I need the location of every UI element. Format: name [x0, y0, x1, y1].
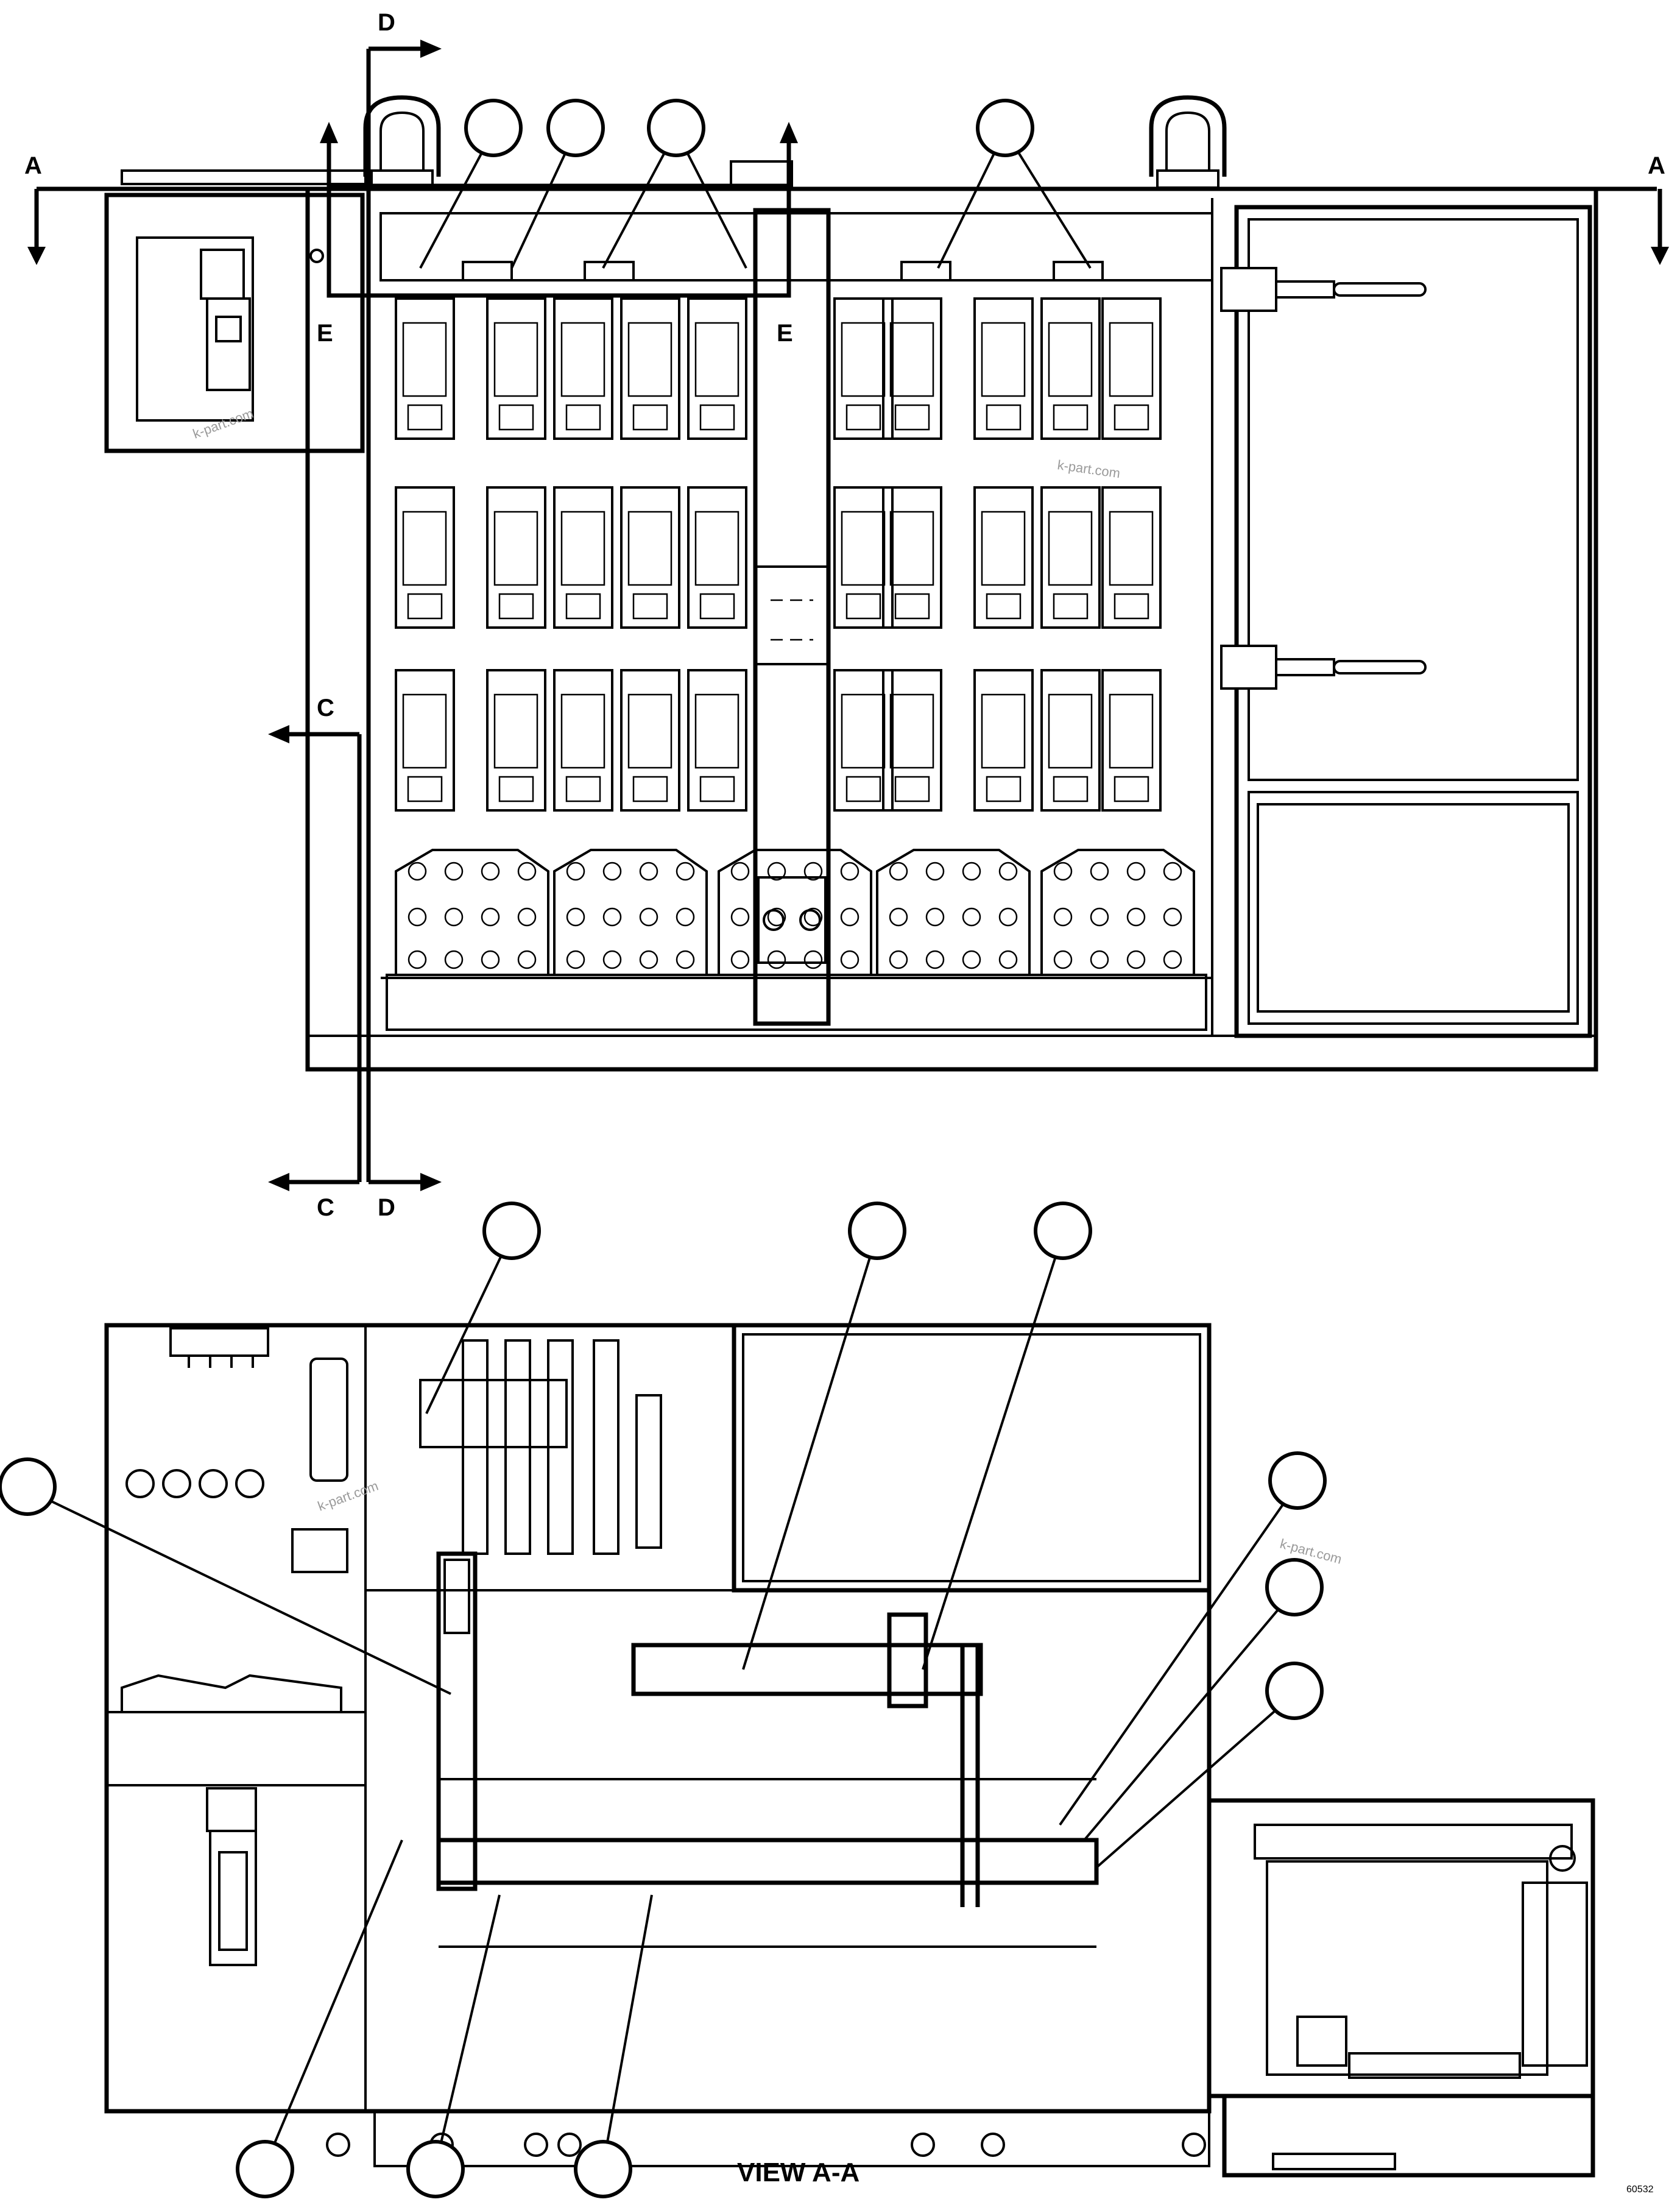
- callout-bubble: [0, 1457, 57, 1516]
- section-label-d-top: D: [378, 9, 395, 36]
- callouts-view-a-a: [0, 1202, 1327, 2198]
- power-module: [395, 669, 455, 812]
- section-label-d-bottom: D: [378, 1194, 395, 1221]
- figure-number: 60532: [1626, 2184, 1654, 2195]
- bolt-icon: [557, 2133, 582, 2157]
- door-latch-upper: [1220, 267, 1427, 312]
- power-module: [486, 297, 546, 440]
- terminal-blocks: [395, 849, 1195, 976]
- power-module: [1101, 669, 1162, 812]
- section-label-c-top: C: [317, 695, 334, 721]
- terminal-block: [395, 849, 549, 976]
- control-box: [104, 193, 365, 453]
- power-module: [553, 297, 613, 440]
- terminal-block: [876, 849, 1031, 976]
- power-module: [1040, 297, 1101, 440]
- section-line-a: [27, 186, 1669, 265]
- callout-bubble: [647, 99, 705, 157]
- power-module: [687, 297, 747, 440]
- power-module: [620, 669, 680, 812]
- section-line-d: [366, 40, 442, 1191]
- callout-bubble: [236, 2140, 294, 2198]
- cabinet-door: [1220, 205, 1592, 1038]
- callout-bubble: [1265, 1558, 1324, 1616]
- power-module-grid: [395, 297, 1162, 812]
- callout-bubble: [574, 2140, 632, 2198]
- door-latch-lower: [1220, 645, 1427, 690]
- bolt-icon: [326, 2133, 350, 2157]
- side-drawer: [1207, 1798, 1595, 2098]
- view-a-a: [104, 1323, 1595, 2178]
- callout-bubble: [1268, 1451, 1327, 1510]
- section-label-a-right: A: [1648, 152, 1665, 179]
- power-module: [687, 669, 747, 812]
- terminal-block: [718, 849, 872, 976]
- power-module: [687, 486, 747, 629]
- power-module: [973, 486, 1034, 629]
- section-label-a-left: A: [24, 152, 42, 179]
- power-module: [486, 669, 546, 812]
- terminal-block: [1040, 849, 1195, 976]
- callout-bubble: [464, 99, 523, 157]
- callout-bubble: [1034, 1202, 1092, 1260]
- power-module: [882, 297, 942, 440]
- power-module: [833, 297, 894, 440]
- section-label-e-center: E: [777, 320, 793, 347]
- lifting-eye-right: [1149, 95, 1227, 189]
- power-module: [1101, 486, 1162, 629]
- callout-bubble: [848, 1202, 906, 1260]
- callout-bubble: [1265, 1662, 1324, 1720]
- bolt-icon: [1182, 2133, 1206, 2157]
- power-module: [553, 669, 613, 812]
- callouts-top: [419, 99, 1092, 269]
- callout-bubble: [482, 1202, 541, 1260]
- power-module: [973, 297, 1034, 440]
- top-view: [104, 95, 1598, 1072]
- section-line-c: [268, 725, 362, 1191]
- callout-bubble: [546, 99, 605, 157]
- callout-bubble: [976, 99, 1034, 157]
- terminal-block: [553, 849, 708, 976]
- control-panel: [105, 1327, 367, 1966]
- power-module: [882, 486, 942, 629]
- power-module: [620, 297, 680, 440]
- bolt-icon: [524, 2133, 548, 2157]
- bolt-icon: [911, 2133, 935, 2157]
- view-caption: VIEW A-A: [737, 2158, 859, 2187]
- power-module: [973, 669, 1034, 812]
- power-module: [1040, 669, 1101, 812]
- power-module: [486, 486, 546, 629]
- power-module: [1101, 297, 1162, 440]
- watermark: k-part.com: [1056, 457, 1121, 481]
- bolt-icon: [981, 2133, 1005, 2157]
- power-module: [882, 669, 942, 812]
- section-line-e: [320, 122, 798, 298]
- lifting-eye-left: [363, 95, 441, 189]
- power-module: [1040, 486, 1101, 629]
- power-module: [553, 486, 613, 629]
- power-module: [620, 486, 680, 629]
- section-label-c-bottom: C: [317, 1194, 334, 1221]
- cabinet-outline: [305, 186, 1598, 1072]
- watermark: k-part.com: [191, 406, 255, 442]
- power-module: [395, 486, 455, 629]
- callout-bubble: [406, 2140, 465, 2198]
- section-label-e-left: E: [317, 320, 333, 347]
- power-module: [395, 297, 455, 440]
- watermark: k-part.com: [316, 1478, 380, 1514]
